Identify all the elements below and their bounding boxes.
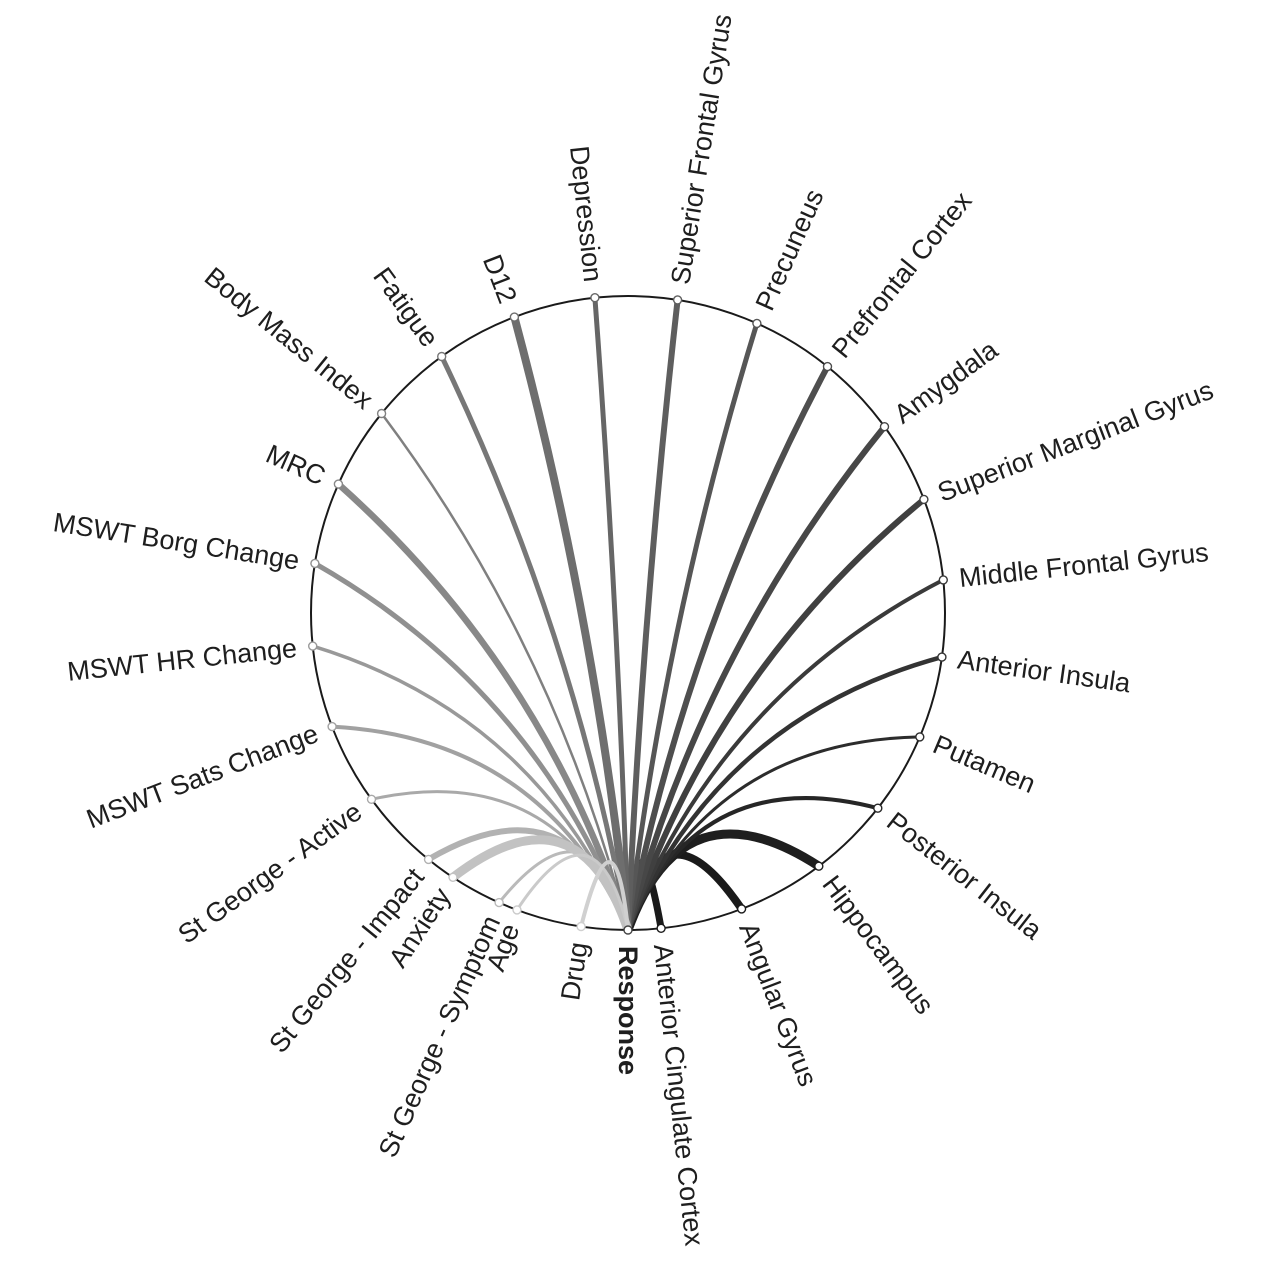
- chord-d12: [510, 316, 632, 931]
- node-label-precuneus: Precuneus: [750, 185, 830, 315]
- node-label-hippocampus: Hippocampus: [816, 870, 939, 1020]
- node-dot-age: [512, 905, 522, 915]
- chord-mrc: [336, 481, 632, 931]
- chord-fatigue: [439, 355, 631, 931]
- chord-anxiety: [450, 835, 633, 932]
- chord-age: [515, 853, 630, 931]
- node-dot-anxiety: [448, 872, 458, 882]
- node-dot-putamen: [915, 732, 925, 742]
- node-dot-anterior-insula: [937, 652, 947, 662]
- chord-anterior-insula: [625, 654, 943, 931]
- node-label-anterior-insula: Anterior Insula: [956, 644, 1134, 698]
- node-dot-angular-gyrus: [736, 904, 747, 914]
- chord-superior-marginal-gyrus: [625, 497, 926, 931]
- node-label-mswt-borg-change: MSWT Borg Change: [51, 507, 301, 576]
- chord-depression: [592, 297, 631, 931]
- node-dot-depression: [590, 293, 600, 303]
- node-label-posterior-insula: Posterior Insula: [881, 806, 1048, 946]
- node-label-response: Response: [613, 946, 643, 1075]
- chord-body-mass-index: [380, 412, 630, 931]
- node-label-superior-marginal-gyrus: Superior Marginal Gyrus: [934, 375, 1218, 508]
- node-dot-superior-frontal-gyrus: [672, 295, 683, 305]
- chord-superior-frontal-gyrus: [625, 299, 681, 931]
- node-label-drug: Drug: [555, 940, 593, 1002]
- chord-amygdala: [625, 424, 887, 931]
- node-dot-middle-frontal-gyrus: [938, 575, 948, 585]
- node-label-layer: Anterior Cingulate Cortex Angular GyrusHi…: [51, 12, 1217, 1248]
- node-label-fatigue: Fatigue: [367, 262, 444, 352]
- node-dot-mswt-borg-change: [310, 558, 320, 569]
- node-dot-st-george-impact: [423, 854, 434, 865]
- node-dot-layer: [308, 293, 948, 935]
- node-dot-anterior-cingulate-cortex: [656, 923, 666, 933]
- chord-prefrontal-cortex: [625, 365, 831, 931]
- node-dot-d12: [509, 312, 520, 322]
- node-dot-prefrontal-cortex: [822, 361, 833, 372]
- node-dot-st-george-active: [366, 794, 377, 804]
- node-label-superior-frontal-gyrus: Superior Frontal Gyrus: [665, 12, 737, 286]
- chord-layer: [312, 297, 945, 932]
- chord-putamen: [626, 735, 920, 931]
- outer-circle: [310, 295, 946, 931]
- node-label-mrc: MRC: [262, 439, 330, 491]
- chord-precuneus: [625, 322, 760, 931]
- node-label-mswt-hr-change: MSWT HR Change: [66, 633, 298, 687]
- node-dot-response: [623, 925, 633, 935]
- node-dot-mswt-sats-change: [327, 721, 337, 732]
- node-label-putamen: Putamen: [929, 729, 1040, 799]
- chord-middle-frontal-gyrus: [626, 578, 945, 931]
- node-dot-hippocampus: [814, 861, 824, 871]
- node-label-st-george-active: St George - Active: [173, 797, 368, 950]
- node-dot-mswt-hr-change: [308, 641, 318, 651]
- chord-drug: [579, 860, 630, 931]
- node-label-mswt-sats-change: MSWT Sats Change: [82, 718, 322, 834]
- node-label-depression: Depression: [564, 144, 608, 283]
- node-dot-posterior-insula: [873, 803, 883, 813]
- node-dot-mrc: [333, 479, 344, 489]
- node-label-body-mass-index: Body Mass Index: [199, 261, 379, 415]
- node-dot-precuneus: [752, 318, 762, 329]
- node-dot-st-george-symptom: [494, 897, 504, 908]
- node-dot-fatigue: [437, 351, 447, 362]
- node-dot-amygdala: [879, 422, 890, 432]
- node-dot-drug: [576, 921, 586, 932]
- node-label-angular-gyrus: Angular Gyrus: [733, 919, 823, 1091]
- node-dot-body-mass-index: [376, 408, 387, 419]
- node-label-middle-frontal-gyrus: Middle Frontal Gyrus: [958, 537, 1210, 593]
- node-dot-superior-marginal-gyrus: [919, 494, 929, 505]
- node-label-amygdala: Amygdala: [889, 334, 1005, 429]
- node-label-anterior-cingulate-cortex: Anterior Cingulate Cortex: [648, 943, 710, 1248]
- node-label-prefrontal-cortex: Prefrontal Cortex: [826, 186, 978, 364]
- node-label-d12: D12: [477, 250, 523, 307]
